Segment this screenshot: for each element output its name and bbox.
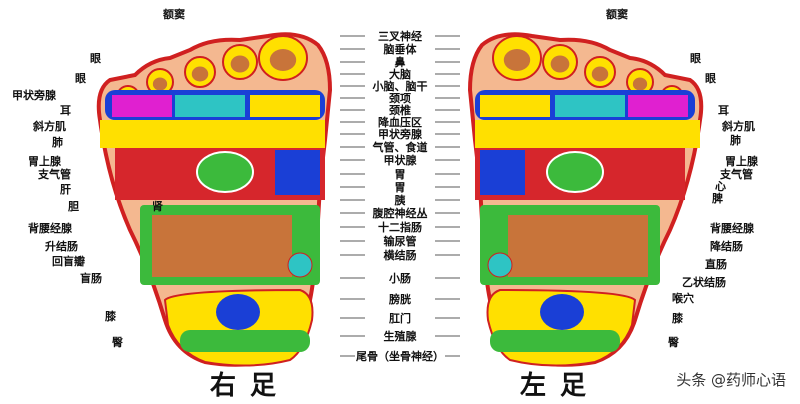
- left-foot-label: 斜方肌: [722, 120, 755, 133]
- label-leader-lines: [340, 35, 460, 357]
- left-foot-label: 肺: [730, 134, 741, 147]
- left-foot-label: 眼: [705, 72, 716, 85]
- thyroid-zone: [250, 95, 320, 117]
- trapezius-zone: [555, 95, 625, 117]
- right-foot-label: 胆: [68, 200, 79, 213]
- center-label: 输尿管: [382, 235, 418, 248]
- center-label: 甲状腺: [382, 154, 418, 167]
- right-foot-label: 甲状旁腺: [12, 89, 56, 102]
- center-label: 胃: [393, 168, 407, 181]
- sciatic-zone: [180, 330, 310, 352]
- toe-brain-zone: [191, 66, 209, 82]
- right-foot-label: 回盲瓣: [52, 255, 85, 268]
- left-foot-title: 左足: [520, 371, 601, 401]
- left-foot-label: 直肠: [705, 258, 727, 271]
- center-label: 尾骨（坐骨神经）: [355, 350, 445, 363]
- right-foot-label: 盲肠: [80, 272, 102, 285]
- right-foot-label: 臀: [112, 336, 123, 349]
- left-foot-label: 乙状结肠: [682, 276, 726, 289]
- center-label: 甲状旁腺: [377, 128, 423, 141]
- center-label: 降血压区: [377, 116, 423, 129]
- right-foot-title: 右足: [210, 371, 291, 401]
- center-label: 小肠: [388, 272, 412, 285]
- center-label: 膀胱: [388, 293, 412, 306]
- center-label: 颈椎: [388, 104, 412, 117]
- center-label: 十二指肠: [377, 221, 423, 234]
- center-label: 鼻: [393, 56, 407, 69]
- left-foot-label: 背腰经腺: [710, 222, 754, 235]
- left-foot-label: 支气管: [720, 168, 753, 181]
- bladder-zone: [487, 252, 513, 278]
- left-foot-label: 喉穴: [672, 292, 694, 305]
- watermark: 头条 @药师心语: [676, 371, 786, 389]
- toe-brain-zone: [230, 55, 250, 73]
- left-foot-label: 臀: [668, 336, 679, 349]
- center-label: 生殖腺: [382, 330, 418, 343]
- lung-zone: [100, 120, 325, 148]
- kidney-zone: [196, 151, 254, 193]
- center-label: 大脑: [388, 68, 412, 81]
- sciatic-zone: [490, 330, 620, 352]
- toe-brain-zone: [152, 77, 168, 91]
- small-intestine-zone: [508, 215, 648, 277]
- center-label: 脑垂体: [382, 43, 418, 56]
- right-foot-label: 斜方肌: [33, 120, 66, 133]
- small-intestine-zone: [152, 215, 292, 277]
- left-foot-label: 眼: [690, 52, 701, 65]
- left-foot-label: 膝: [672, 312, 683, 325]
- center-label: 胰: [393, 194, 407, 207]
- thyroid-zone: [480, 95, 550, 117]
- trapezius-zone: [175, 95, 245, 117]
- right-foot-label: 支气管: [38, 168, 71, 181]
- left-foot-label: 耳: [718, 104, 729, 117]
- center-label: 胃: [393, 181, 407, 194]
- kidney-zone: [546, 151, 604, 193]
- left-foot-label: 脾: [712, 192, 723, 205]
- right-foot-label: 升结肠: [45, 240, 78, 253]
- left-foot-map: [467, 32, 704, 367]
- genital-zone: [216, 294, 260, 330]
- bladder-zone: [287, 252, 313, 278]
- right-foot-label: 肾: [152, 200, 163, 213]
- lung-zone: [475, 120, 700, 148]
- left-foot-label: 额窦: [606, 8, 628, 21]
- left-foot-label: 降结肠: [710, 240, 743, 253]
- right-foot-label: 眼: [75, 72, 86, 85]
- left-foot-label: 胃上腺: [725, 155, 758, 168]
- toe-brain-zone: [269, 49, 297, 71]
- right-foot-map: [96, 32, 333, 367]
- center-label: 三叉神经: [377, 30, 423, 43]
- pancreas-zone: [480, 150, 525, 195]
- center-label: 横结肠: [382, 249, 418, 262]
- right-foot-label: 耳: [60, 104, 71, 117]
- ear-zone: [628, 95, 688, 117]
- center-label: 颈项: [388, 92, 412, 105]
- center-label: 气管、食道: [371, 141, 429, 154]
- genital-zone: [540, 294, 584, 330]
- right-foot-label: 额窦: [163, 8, 185, 21]
- center-label: 肛门: [388, 312, 412, 325]
- pancreas-zone: [275, 150, 320, 195]
- center-label: 腹腔神经丛: [371, 207, 429, 220]
- ear-zone: [112, 95, 172, 117]
- center-label: 小脑、脑干: [371, 80, 429, 93]
- right-foot-label: 肺: [52, 136, 63, 149]
- right-foot-label: 肝: [60, 183, 71, 196]
- toe-brain-zone: [503, 49, 531, 71]
- toe-brain-zone: [632, 77, 648, 91]
- toe-brain-zone: [591, 66, 609, 82]
- toe-brain-zone: [550, 55, 570, 73]
- right-foot-label: 胃上腺: [28, 155, 61, 168]
- left-foot-label: 心: [715, 180, 726, 193]
- right-foot-label: 眼: [90, 52, 101, 65]
- right-foot-label: 膝: [105, 310, 116, 323]
- right-foot-label: 背腰经腺: [28, 222, 72, 235]
